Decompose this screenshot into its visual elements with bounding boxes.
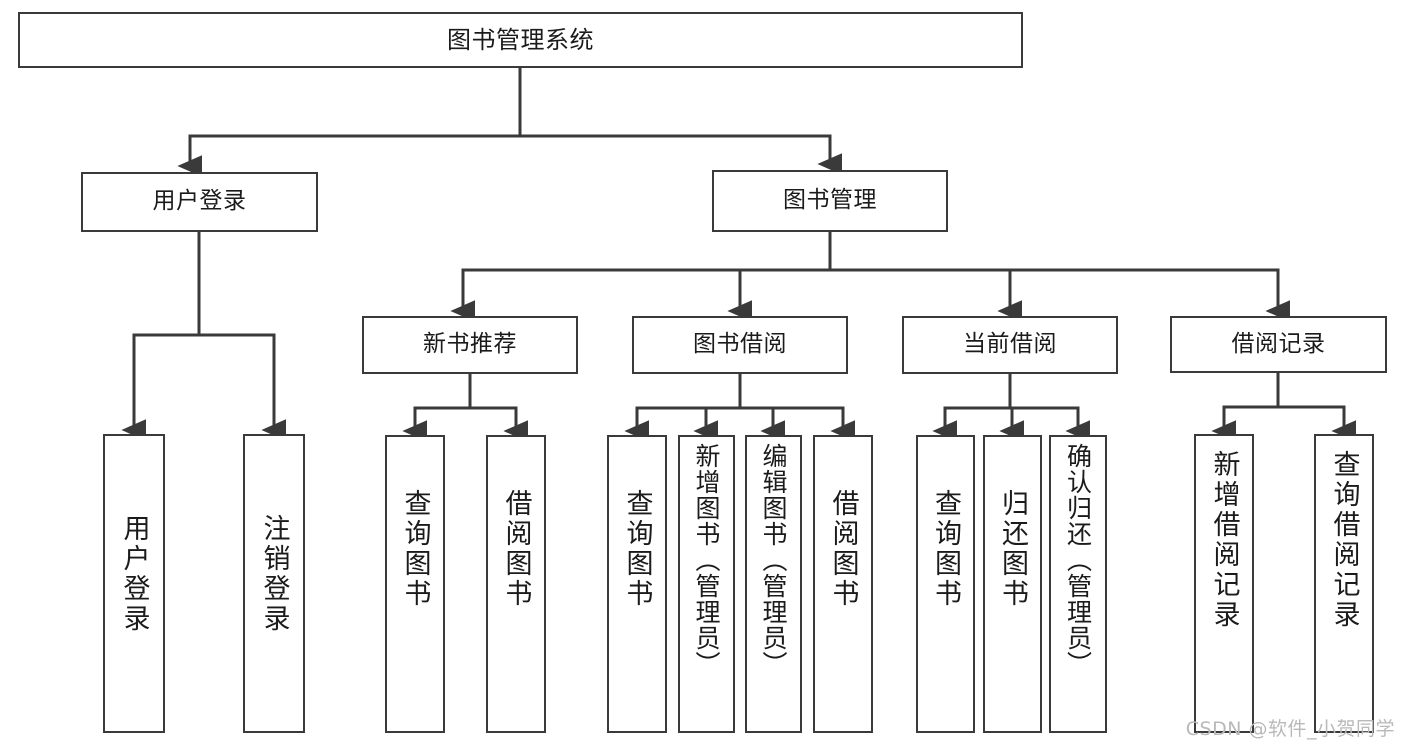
node-label: 查询图书 xyxy=(930,489,961,609)
node-new-book-recommend[interactable]: 新书推荐 xyxy=(362,316,578,374)
leaf-query-book-1[interactable]: 查询图书 xyxy=(385,435,445,733)
node-label: 查询图书 xyxy=(621,489,653,609)
leaf-user-logout[interactable]: 注销登录 xyxy=(243,434,305,733)
csdn-watermark: CSDN @软件_小贺同学 xyxy=(1185,718,1395,740)
node-label: 借阅图书 xyxy=(827,489,859,609)
leaf-confirm-return-admin[interactable]: 确认归还（管理员） xyxy=(1049,435,1107,733)
node-label: 新书推荐 xyxy=(423,331,517,358)
node-label: 查询图书 xyxy=(399,489,431,609)
node-label: 确认归还（管理员） xyxy=(1063,443,1093,677)
node-current-borrow[interactable]: 当前借阅 xyxy=(902,316,1118,374)
leaf-add-borrow-record[interactable]: 新增借阅记录 xyxy=(1194,434,1254,733)
leaf-query-book-2[interactable]: 查询图书 xyxy=(607,435,667,733)
node-root-book-management-system[interactable]: 图书管理系统 xyxy=(18,12,1023,68)
node-label: 借阅图书 xyxy=(500,489,532,609)
node-label: 图书管理系统 xyxy=(447,25,594,54)
node-label: 当前借阅 xyxy=(963,331,1057,358)
node-label: 注销登录 xyxy=(258,514,290,634)
leaf-add-book-admin[interactable]: 新增图书（管理员） xyxy=(678,435,735,733)
node-label: 新增借阅记录 xyxy=(1208,450,1240,630)
leaf-query-book-3[interactable]: 查询图书 xyxy=(916,435,975,733)
node-book-borrow[interactable]: 图书借阅 xyxy=(632,316,848,374)
leaf-borrow-book-2[interactable]: 借阅图书 xyxy=(813,435,873,733)
node-book-manage[interactable]: 图书管理 xyxy=(712,170,948,232)
node-user-login[interactable]: 用户登录 xyxy=(81,172,318,232)
node-label: 归还图书 xyxy=(997,489,1028,609)
leaf-user-login[interactable]: 用户登录 xyxy=(103,434,165,733)
node-label: 用户登录 xyxy=(152,188,247,215)
leaf-return-book[interactable]: 归还图书 xyxy=(983,435,1042,733)
node-label: 查询借阅记录 xyxy=(1328,450,1360,630)
node-label: 编辑图书（管理员） xyxy=(759,443,788,677)
leaf-edit-book-admin[interactable]: 编辑图书（管理员） xyxy=(745,435,802,733)
node-borrow-record[interactable]: 借阅记录 xyxy=(1170,316,1387,373)
node-label: 图书管理 xyxy=(783,187,877,214)
node-label: 新增图书（管理员） xyxy=(692,443,721,677)
leaf-borrow-book-1[interactable]: 借阅图书 xyxy=(486,435,546,733)
leaf-query-borrow-record[interactable]: 查询借阅记录 xyxy=(1314,434,1374,733)
node-label: 借阅记录 xyxy=(1231,330,1326,357)
node-label: 用户登录 xyxy=(118,514,150,634)
node-label: 图书借阅 xyxy=(693,331,787,358)
